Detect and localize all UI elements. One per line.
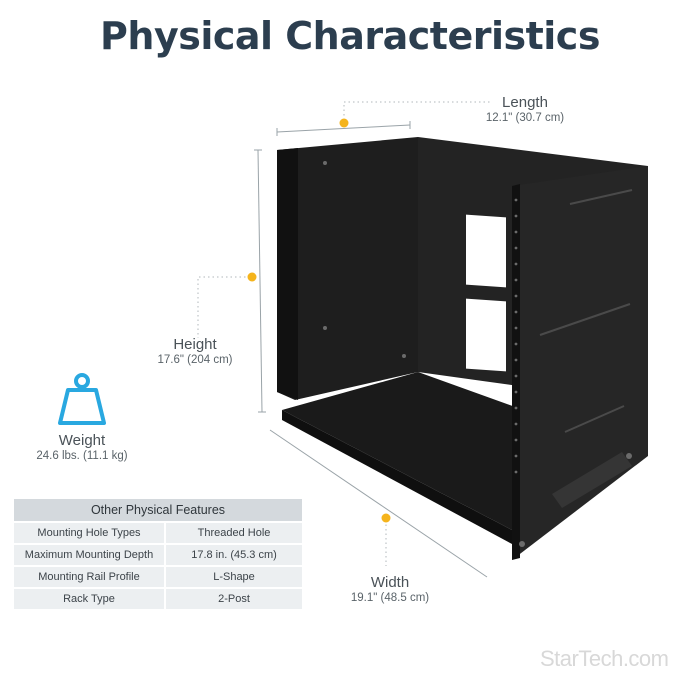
feature-key: Mounting Rail Profile: [14, 567, 166, 587]
table-row: Rack Type 2-Post: [14, 589, 302, 609]
width-dot: [381, 513, 391, 523]
feature-key: Mounting Hole Types: [14, 523, 166, 543]
weight-icon: [58, 373, 106, 425]
length-dot: [339, 118, 349, 128]
wall-mount-rack: [277, 137, 648, 560]
width-name: Width: [370, 574, 410, 591]
dimension-lines: [254, 121, 488, 578]
height-dot: [247, 272, 257, 282]
weight-value: 24.6 lbs. (11.1 kg): [36, 450, 128, 462]
feature-value: 17.8 in. (45.3 cm): [166, 545, 302, 565]
dimension-dots: [247, 118, 391, 523]
feature-value: L-Shape: [166, 567, 302, 587]
table-row: Mounting Rail Profile L-Shape: [14, 567, 302, 587]
table-row: Mounting Hole Types Threaded Hole: [14, 523, 302, 543]
brand-logo: StarTech.com: [540, 646, 669, 671]
length-value: 12.1" (30.7 cm): [485, 112, 565, 124]
height-label: Height 17.6" (204 cm): [140, 336, 250, 368]
dotted-leaders: [197, 101, 492, 566]
width-value: 19.1" (48.5 cm): [350, 592, 430, 604]
features-header: Other Physical Features: [14, 499, 302, 521]
page-title: Physical Characteristics: [100, 14, 600, 58]
features-table: Other Physical Features Mounting Hole Ty…: [14, 497, 302, 611]
feature-value: Threaded Hole: [166, 523, 302, 543]
feature-key: Maximum Mounting Depth: [14, 545, 166, 565]
height-name: Height: [173, 336, 217, 353]
height-value: 17.6" (204 cm): [157, 354, 233, 366]
table-row: Maximum Mounting Depth 17.8 in. (45.3 cm…: [14, 545, 302, 565]
weight-name: Weight: [58, 432, 106, 449]
feature-value: 2-Post: [166, 589, 302, 609]
length-name: Length: [502, 94, 548, 111]
length-label: Length 12.1" (30.7 cm): [470, 94, 580, 126]
weight-label: Weight 24.6 lbs. (11.1 kg): [22, 432, 142, 464]
feature-key: Rack Type: [14, 589, 166, 609]
width-label: Width 19.1" (48.5 cm): [330, 574, 450, 606]
